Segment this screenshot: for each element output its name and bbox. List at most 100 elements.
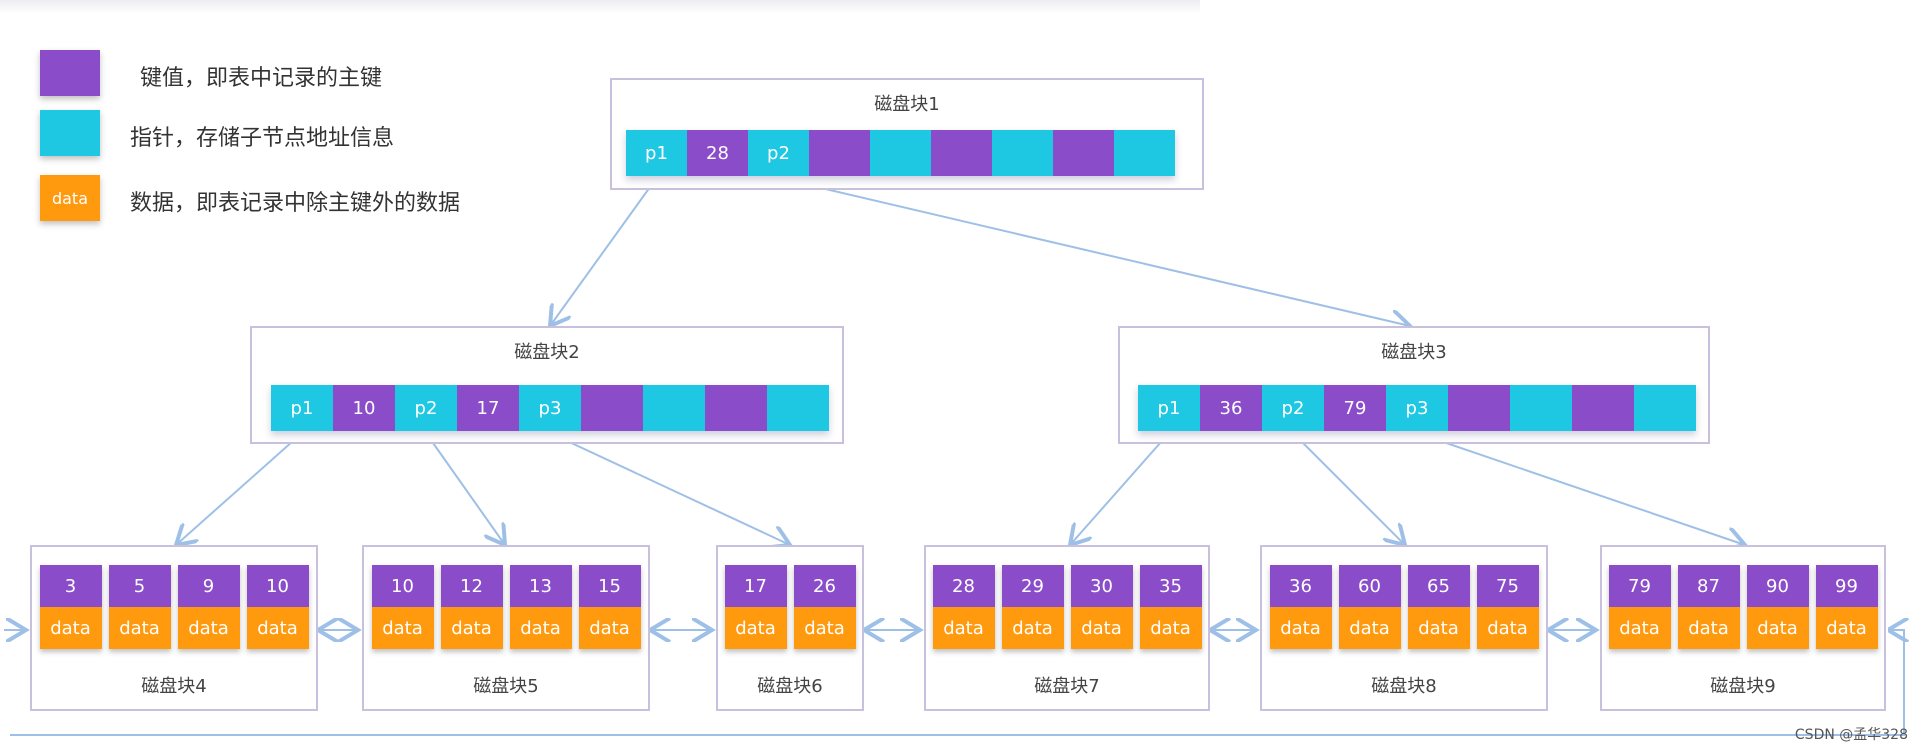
record-data: data [1608,607,1671,649]
pointer-arrow [1416,432,1745,545]
record-data: data [177,607,240,649]
record-key: 26 [793,565,856,607]
record-data: data [932,607,995,649]
key-cell: 10 [333,385,395,431]
pointer-arrow [550,177,658,326]
record-key: 10 [371,565,434,607]
wrap-link-path [10,630,1904,736]
record-data: data [440,607,503,649]
pointer-arrow [1070,432,1170,545]
pointer-cell: p3 [519,385,581,431]
pointer-cell: p2 [395,385,457,431]
key-cell [581,385,643,431]
key-cell [1572,385,1634,431]
key-cell [705,385,767,431]
pointer-cell: p2 [1262,385,1324,431]
pointer-cell: p3 [1386,385,1448,431]
leaf-title: 磁盘块9 [1710,676,1776,697]
record-data: data [1001,607,1064,649]
record-key: 65 [1407,565,1470,607]
pointer-cell [870,130,931,176]
record-data: data [1407,607,1470,649]
record-key: 36 [1269,565,1332,607]
pointer-cell [767,385,829,431]
record-data: data [1070,607,1133,649]
record-data: data [509,607,572,649]
top-strip [0,0,1200,14]
record-key: 90 [1746,565,1809,607]
record-data: data [1677,607,1740,649]
record-data: data [371,607,434,649]
record-key: 3 [39,565,102,607]
legend-swatch: data [40,175,100,221]
key-cell [809,130,870,176]
record-key: 15 [578,565,641,607]
record-data: data [1139,607,1202,649]
pointer-arrow [778,177,1411,326]
record-data: data [793,607,856,649]
pointer-cell: p1 [626,130,687,176]
record-data: data [578,607,641,649]
legend-label: 键值，即表中记录的主键 [140,66,383,91]
record-data: data [39,607,102,649]
record-data: data [1338,607,1401,649]
record-key: 60 [1338,565,1401,607]
record-data: data [108,607,171,649]
record-key: 28 [932,565,995,607]
pointer-cell [643,385,705,431]
record-key: 87 [1677,565,1740,607]
record-data: data [1746,607,1809,649]
legend-swatch [40,110,100,156]
leaf-title: 磁盘块4 [141,676,207,697]
record-key: 17 [724,565,787,607]
pointer-arrow [425,432,505,545]
record-key: 35 [1139,565,1202,607]
record-data: data [1476,607,1539,649]
record-key: 12 [440,565,503,607]
record-key: 13 [509,565,572,607]
leaf-title: 磁盘块6 [757,676,823,697]
key-cell: 79 [1324,385,1386,431]
pointer-cell: p1 [271,385,333,431]
pointer-cell [1510,385,1572,431]
legend-label: 指针，存储子节点地址信息 [130,126,395,151]
legend-label: 数据，即表记录中除主键外的数据 [130,191,461,216]
pointer-arrow [176,432,303,545]
leaf-title: 磁盘块5 [473,676,539,697]
record-key: 29 [1001,565,1064,607]
record-key: 75 [1476,565,1539,607]
pointer-cell: p2 [748,130,809,176]
pointer-cell [1114,130,1175,176]
disk-block-title: 磁盘块1 [874,94,940,115]
legend-swatch [40,50,100,96]
record-key: 30 [1070,565,1133,607]
record-key: 5 [108,565,171,607]
pointer-cell [992,130,1053,176]
record-key: 9 [177,565,240,607]
leaf-title: 磁盘块7 [1034,676,1100,697]
record-data: data [246,607,309,649]
key-cell [931,130,992,176]
key-cell: 28 [687,130,748,176]
